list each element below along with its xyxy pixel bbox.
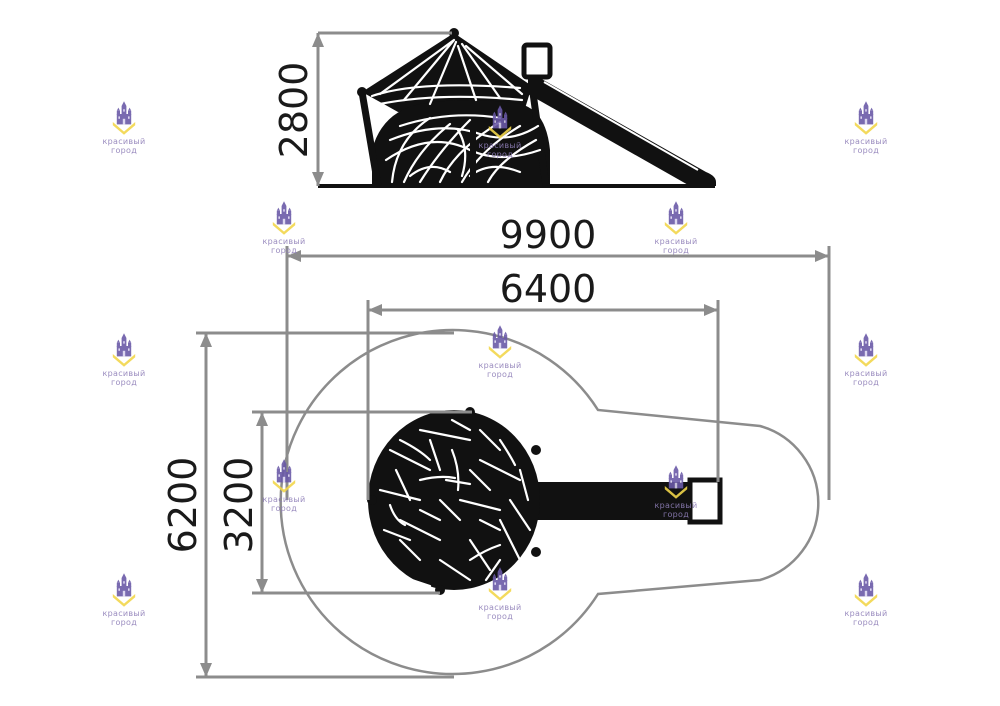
dimension-label-2800: 2800 xyxy=(272,62,316,159)
dimension-label-6400: 6400 xyxy=(500,267,597,311)
watermark-text-line1: красивый xyxy=(478,141,521,150)
plan-view: 9900 6400 6200 3200 xyxy=(161,213,831,679)
side-view: 2800 xyxy=(272,28,716,188)
dimension-label-3200: 3200 xyxy=(217,457,261,554)
watermark-text-line2: город xyxy=(111,618,137,627)
dimension-label-6200: 6200 xyxy=(161,457,205,554)
overall-length-dimension: 9900 xyxy=(285,213,831,500)
watermark-text-line2: город xyxy=(111,146,137,155)
watermark-text-line1: красивый xyxy=(478,361,521,370)
castle-logo-icon xyxy=(488,325,512,359)
net-dome-plan xyxy=(367,407,541,595)
castle-logo-icon xyxy=(112,573,136,607)
net-tent-side xyxy=(357,28,550,187)
watermark-text-line1: красивый xyxy=(844,369,887,378)
watermark-text-line2: город xyxy=(271,246,297,255)
watermark-text-line1: красивый xyxy=(478,603,521,612)
overall-width-dimension: 6200 xyxy=(161,331,454,679)
height-dimension: 2800 xyxy=(272,31,452,186)
watermark-text-line1: красивый xyxy=(262,495,305,504)
watermark-text-line2: город xyxy=(853,618,879,627)
watermark-text-line1: красивый xyxy=(844,137,887,146)
watermark-text-line1: красивый xyxy=(102,369,145,378)
watermark-text-line2: город xyxy=(111,378,137,387)
watermark-text-line2: город xyxy=(487,370,513,379)
castle-logo-icon xyxy=(854,573,878,607)
watermark-text-line2: город xyxy=(853,146,879,155)
castle-logo-icon xyxy=(272,459,296,493)
dimension-label-9900: 9900 xyxy=(500,213,597,257)
slide-side xyxy=(521,42,716,186)
watermark-text-line1: красивый xyxy=(102,137,145,146)
watermark-text-line2: город xyxy=(271,504,297,513)
castle-logo-icon xyxy=(854,101,878,135)
castle-logo-icon xyxy=(112,101,136,135)
watermark-text-line2: город xyxy=(487,612,513,621)
watermark-layer: красивыйгородкрасивыйгородкрасивыйгородк… xyxy=(102,101,887,627)
watermark-text-line2: город xyxy=(487,150,513,159)
structure-width-dimension: 3200 xyxy=(217,410,472,595)
castle-logo-icon xyxy=(664,201,688,235)
castle-logo-icon xyxy=(112,333,136,367)
watermark-text-line1: красивый xyxy=(654,501,697,510)
structure-length-dimension: 6400 xyxy=(366,267,720,500)
watermark-text-line1: красивый xyxy=(262,237,305,246)
watermark-text-line1: красивый xyxy=(102,609,145,618)
watermark-text-line2: город xyxy=(663,246,689,255)
slide-plan xyxy=(536,477,723,525)
castle-logo-icon xyxy=(854,333,878,367)
watermark-text-line2: город xyxy=(853,378,879,387)
castle-logo-icon xyxy=(272,201,296,235)
watermark-text-line1: красивый xyxy=(654,237,697,246)
watermark-text-line1: красивый xyxy=(844,609,887,618)
watermark-text-line2: город xyxy=(663,510,689,519)
